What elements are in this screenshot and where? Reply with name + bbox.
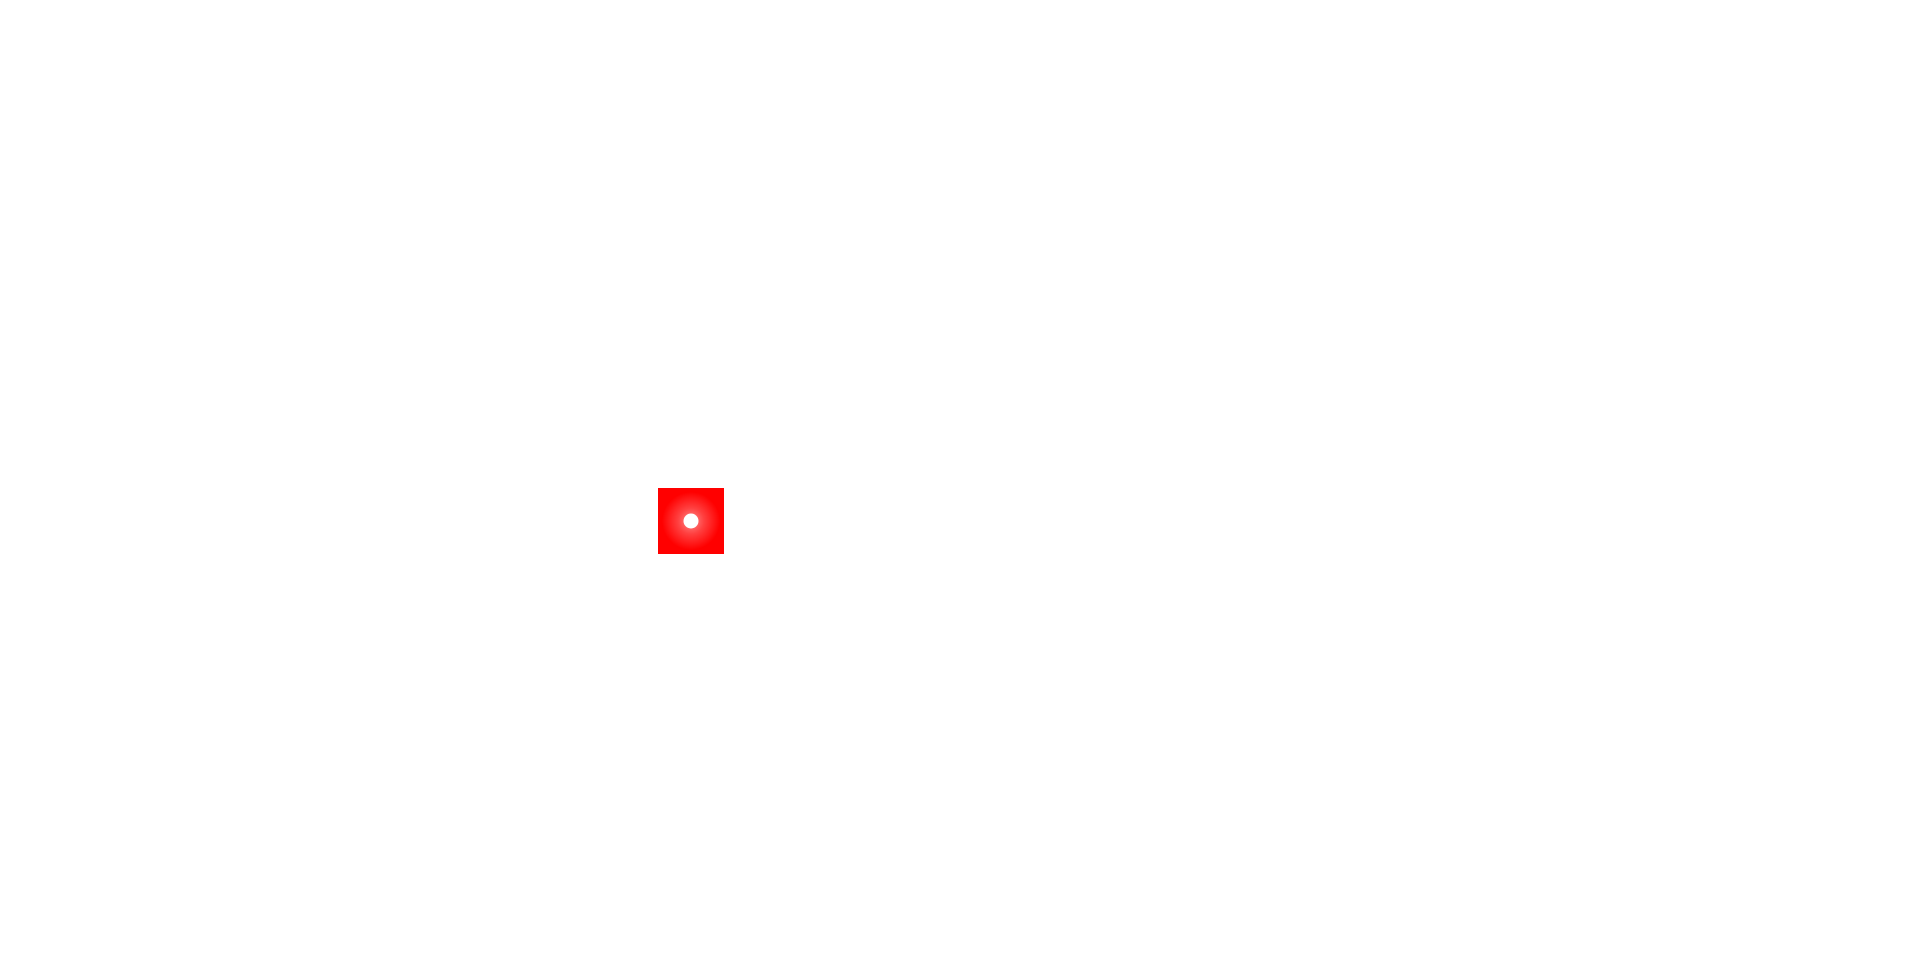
marker-center-dot: [683, 513, 699, 529]
red-target-marker[interactable]: [658, 488, 724, 554]
